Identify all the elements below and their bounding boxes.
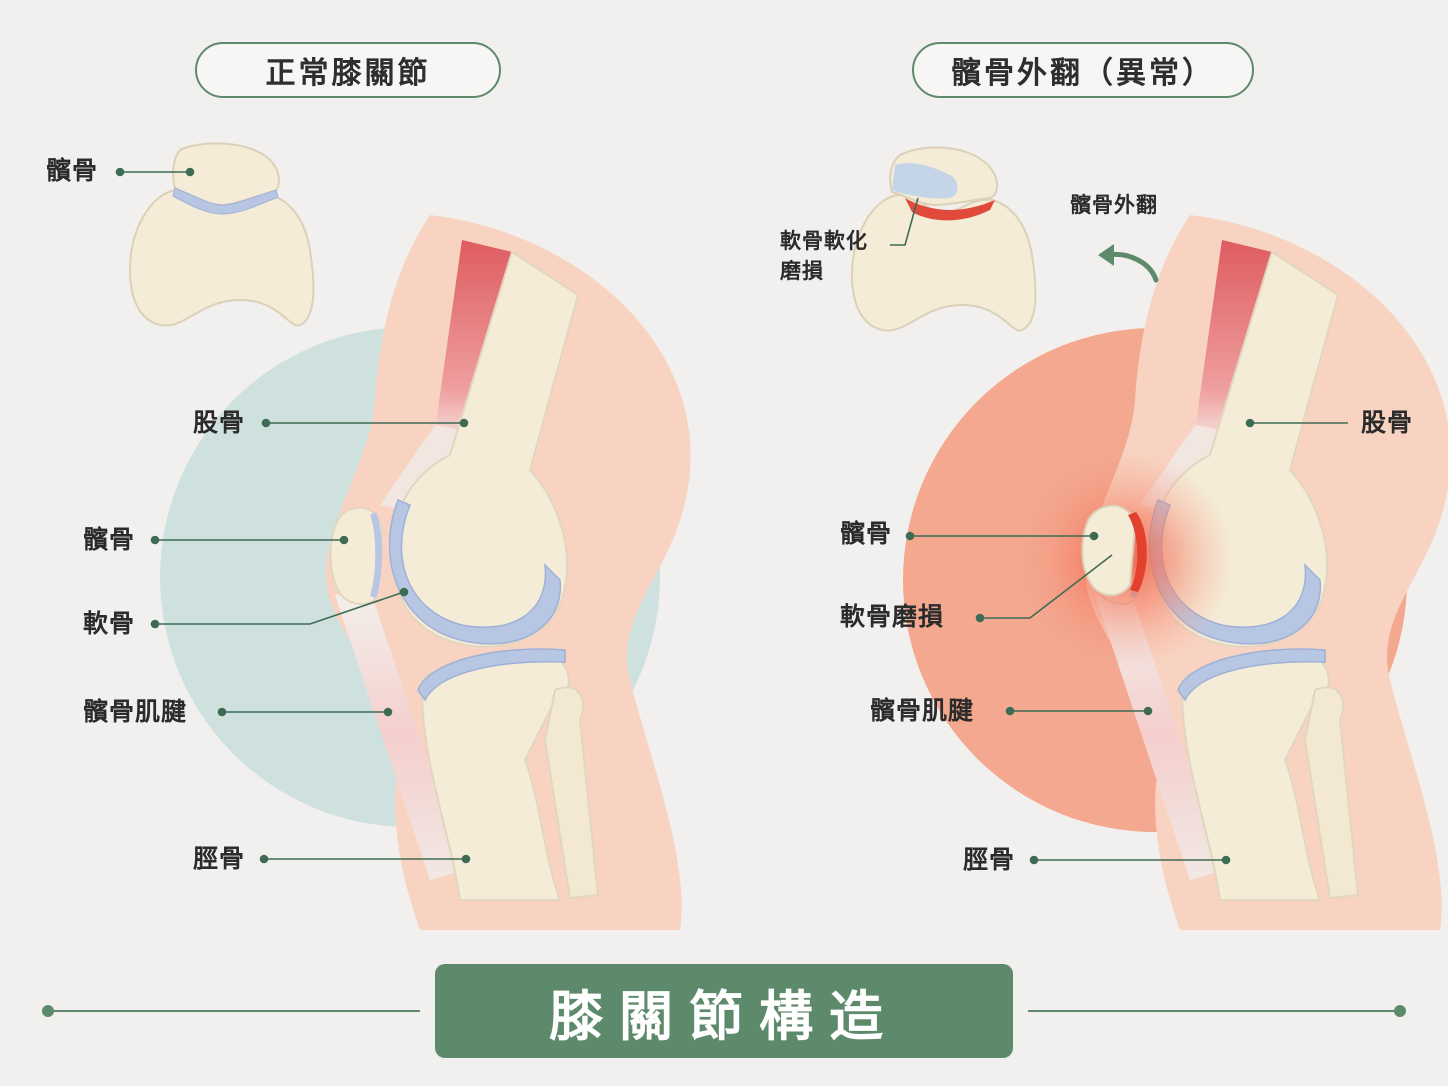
label-cartilage-softening-line1: 軟骨軟化 [780,229,868,253]
label-cartilage-softening-line2: 磨損 [780,259,824,284]
everted-patella [1081,504,1137,597]
banner-title: 膝關節構造 [435,964,1013,1058]
label-patellar-tendon-abnormal: 髕骨肌腱 [870,696,975,725]
label-eversion: 髕骨外翻 [1070,193,1158,217]
abnormal-leader-lines [890,197,1348,865]
normal-leader-lines [115,167,471,864]
label-patellar-tendon: 髕骨肌腱 [83,697,188,726]
worn-cartilage [1128,512,1147,592]
label-patella: 髕骨 [83,525,136,554]
label-tibia-abnormal: 脛骨 [963,845,1016,874]
label-cartilage: 軟骨 [83,609,136,638]
label-femur-abnormal: 股骨 [1361,408,1414,437]
label-femur: 股骨 [193,408,246,437]
label-patella-top: 髕骨 [46,156,99,185]
normal-patella-section [129,142,315,327]
eversion-arrow-icon [1105,251,1159,283]
normal-title: 正常膝關節 [195,42,501,98]
abnormal-patella-section [851,146,1037,332]
label-cartilage-softening: 軟骨軟化 磨損 [780,226,868,287]
abnormal-title: 髕骨外翻（異常） [912,42,1254,98]
label-tibia: 脛骨 [193,844,246,873]
banner-side-lines [42,1005,1406,1017]
label-patella-abnormal: 髕骨 [840,519,893,548]
label-cartilage-wear: 軟骨磨損 [840,602,945,631]
